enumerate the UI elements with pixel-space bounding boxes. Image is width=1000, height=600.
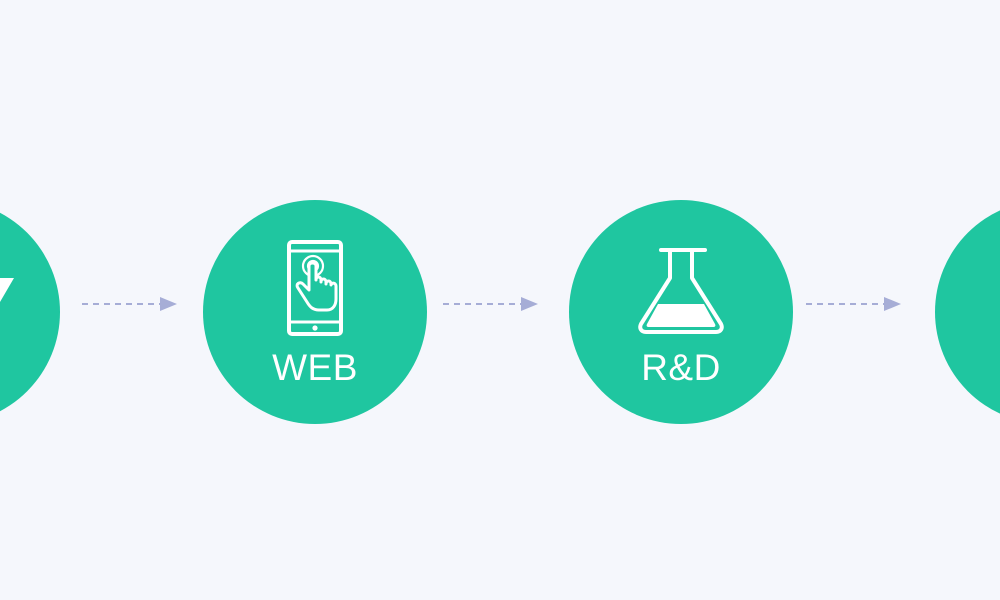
flask-icon [638, 248, 724, 334]
step-circle-rnd: R&D [569, 200, 793, 424]
tablet-touch-icon [287, 240, 343, 336]
chevron-partial-icon [0, 278, 14, 302]
step-circle-1 [0, 200, 60, 424]
step-web-label: WEB [272, 347, 358, 388]
arrow-connector-3 [806, 297, 901, 311]
step-circle-4: E [935, 200, 1000, 424]
arrow-connector-1 [82, 297, 177, 311]
step-4-label: E [935, 348, 1000, 388]
arrow-connector-2 [443, 297, 538, 311]
step-rnd-label: R&D [641, 347, 721, 388]
step-circle-web: WEB [203, 200, 427, 424]
